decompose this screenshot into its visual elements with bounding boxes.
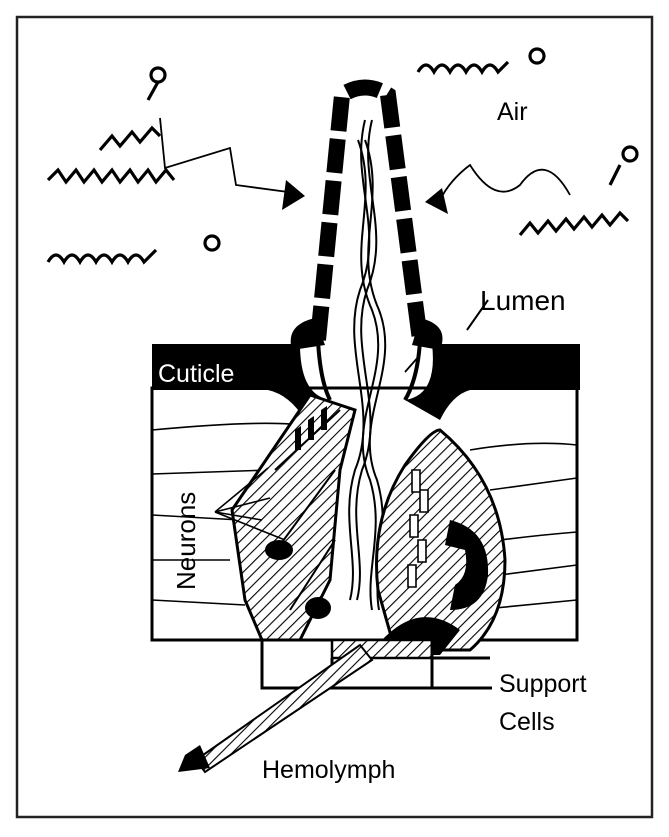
label-air: Air [497,98,528,126]
label-support: Support [499,670,587,698]
label-cells: Cells [499,708,555,736]
label-lumen: Lumen [480,285,566,316]
label-hemolymph: Hemolymph [262,756,395,784]
label-cuticle: Cuticle [158,360,234,388]
label-neurons: Neurons [171,492,201,590]
